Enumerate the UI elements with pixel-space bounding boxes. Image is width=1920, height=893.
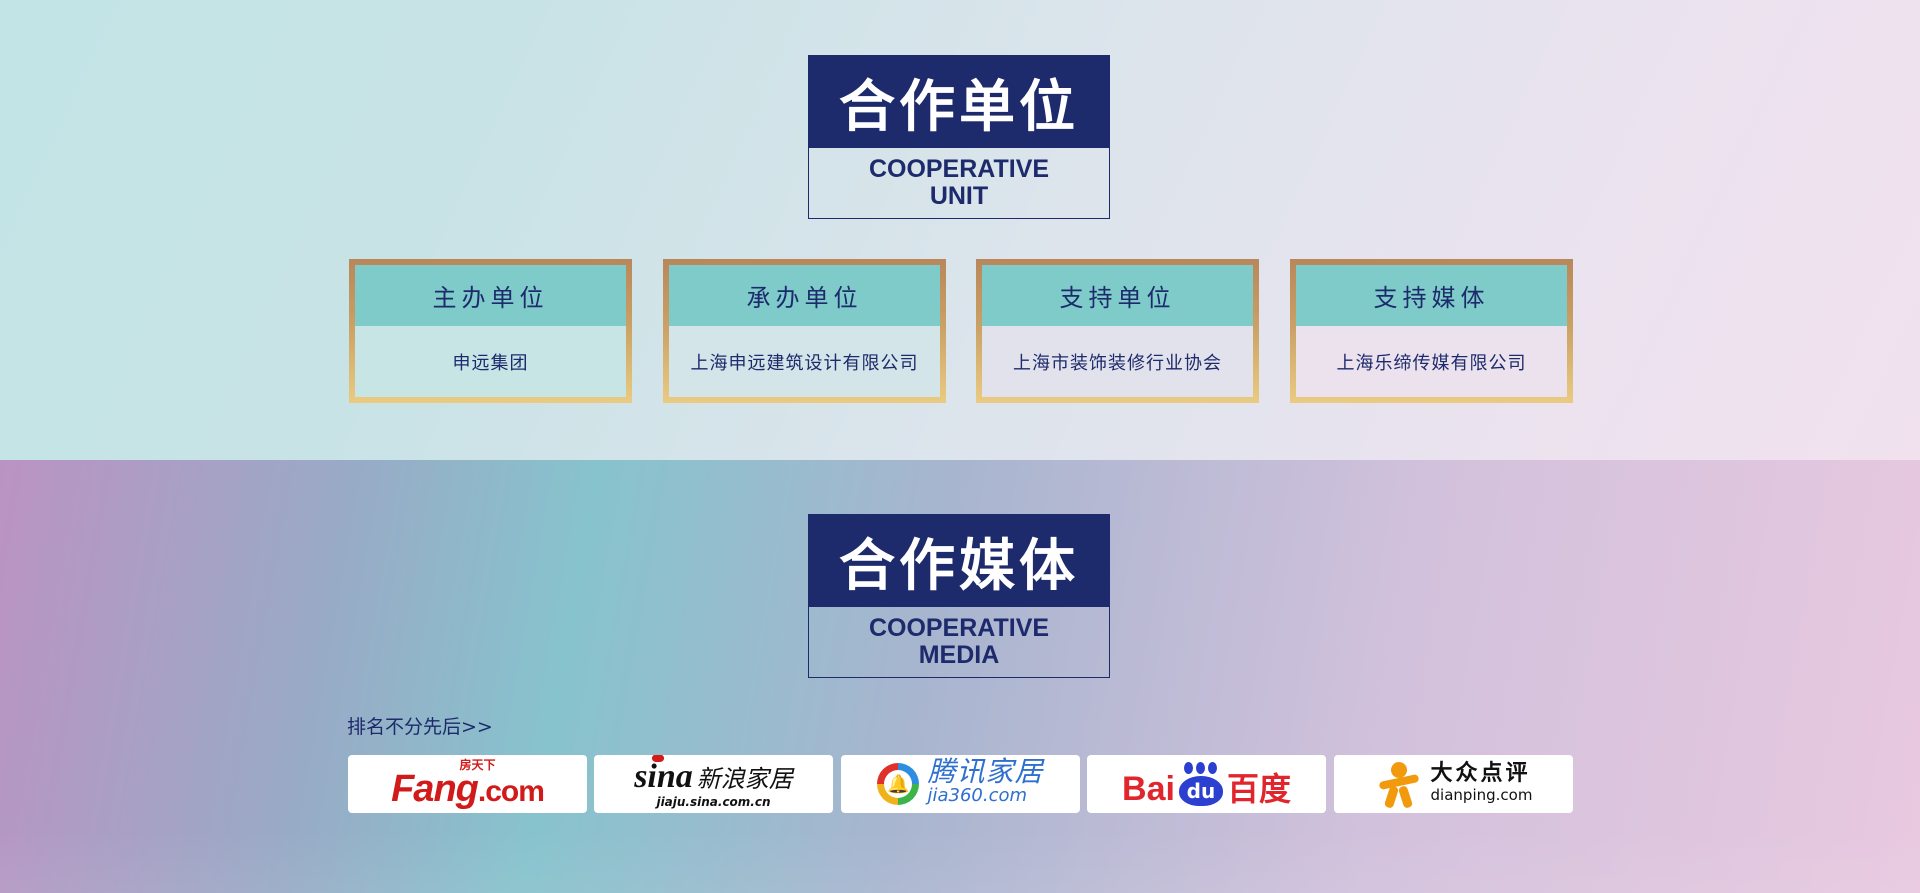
unit-card-name: 上海乐缔传媒有限公司 [1296, 326, 1567, 397]
cooperative-media-title: 合作媒体 COOPERATIVE MEDIA [808, 514, 1110, 678]
sina-logo[interactable]: sina 新浪家居 jiaju.sina.com.cn [594, 755, 833, 813]
fang-logo[interactable]: 房天下 Fang.com [348, 755, 587, 813]
bell-icon: 🔔 [877, 763, 920, 805]
cooperative-unit-title-en-line1: COOPERATIVE [868, 155, 1050, 183]
cooperative-media-title-en: COOPERATIVE MEDIA [809, 607, 1109, 677]
jia360-logo[interactable]: 🔔 腾讯家居 jia360.com [841, 755, 1080, 813]
dianping-logo[interactable]: 大众点评 dianping.com [1334, 755, 1573, 813]
unit-cards: 主办单位 申远集团 承办单位 上海申远建筑设计有限公司 支持单位 上海市装饰装修… [349, 259, 1573, 403]
fang-logo-zh: 房天下 [459, 757, 496, 772]
ranking-note: 排名不分先后>> [347, 716, 493, 738]
sina-logo-mark: sina [634, 757, 693, 795]
cooperative-media-title-en-line1: COOPERATIVE [868, 614, 1050, 642]
unit-card-role: 承办单位 [669, 265, 940, 326]
unit-card-name: 申远集团 [355, 326, 626, 397]
cooperative-unit-title-en: COOPERATIVE UNIT [809, 148, 1109, 218]
sina-eye-icon: sina [634, 755, 693, 793]
sina-logo-url: jiaju.sina.com.cn [656, 795, 771, 809]
sina-logo-zh: 新浪家居 [696, 765, 793, 793]
baidu-logo-zh: 百度 [1226, 770, 1291, 808]
unit-card-organizer: 主办单位 申远集团 [349, 259, 632, 403]
unit-card-role: 支持媒体 [1296, 265, 1567, 326]
unit-card-name: 上海申远建筑设计有限公司 [669, 326, 940, 397]
cooperative-unit-title-zh: 合作单位 [809, 56, 1109, 148]
cooperative-media-title-zh: 合作媒体 [809, 515, 1109, 607]
fang-logo-suffix: .com [477, 774, 545, 808]
baidu-logo[interactable]: Bai du 百度 [1087, 755, 1326, 813]
cooperative-media-title-en-line2: MEDIA [918, 641, 1000, 669]
baidu-logo-bai: Bai [1122, 770, 1175, 808]
unit-card-supporter: 支持单位 上海市装饰装修行业协会 [976, 259, 1259, 403]
unit-card-role: 支持单位 [982, 265, 1253, 326]
cooperative-unit-title: 合作单位 COOPERATIVE UNIT [808, 55, 1110, 219]
dianping-person-icon [1375, 760, 1425, 809]
baidu-logo-du: du [1178, 776, 1223, 806]
unit-card-name: 上海市装饰装修行业协会 [982, 326, 1253, 397]
media-logos: 房天下 Fang.com sina 新浪家居 jiaju.sina.com.cn… [348, 755, 1574, 813]
dianping-logo-url: dianping.com [1430, 786, 1533, 804]
unit-card-role: 主办单位 [355, 265, 626, 326]
cooperative-unit-title-en-line2: UNIT [929, 182, 989, 210]
dianping-logo-zh: 大众点评 [1430, 760, 1531, 786]
paw-icon: du [1178, 762, 1223, 806]
unit-card-undertaker: 承办单位 上海申远建筑设计有限公司 [663, 259, 946, 403]
jia360-logo-zh: 腾讯家居 [927, 755, 1044, 788]
unit-card-media-supporter: 支持媒体 上海乐缔传媒有限公司 [1290, 259, 1573, 403]
fang-logo-main: Fang [391, 767, 479, 810]
jia360-logo-url: jia360.com [927, 785, 1028, 806]
